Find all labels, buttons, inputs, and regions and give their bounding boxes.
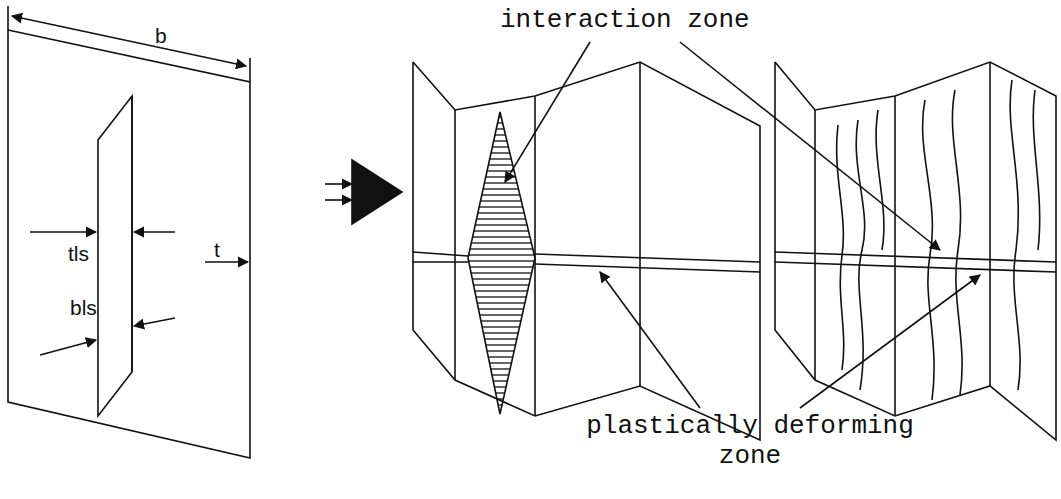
zone-label: plastically deforming zone: [555, 412, 945, 472]
stiffener-outline: [98, 96, 132, 416]
deformed-plate: [775, 62, 1056, 440]
thickness-arrow: [30, 231, 96, 233]
leader-line: [600, 272, 700, 408]
interaction-zone: [468, 112, 535, 414]
extension-line: [7, 6, 9, 30]
width-arrow: [40, 340, 96, 355]
leader-line: [505, 42, 590, 182]
thickness-arrow: [205, 261, 248, 263]
leader-line: [680, 42, 940, 250]
extension-line: [249, 58, 251, 82]
dimension-label: bls: [70, 296, 97, 320]
width-dimension: [12, 16, 246, 66]
zone-label: interaction zone: [500, 6, 750, 36]
stiffener-edge: [131, 96, 133, 372]
dimension-label: t: [214, 238, 220, 262]
plate-outline: [8, 30, 250, 458]
thickness-arrow: [134, 231, 175, 233]
dimension-label: b: [155, 24, 167, 48]
buckled-plate: [413, 62, 760, 440]
load-arrow: [325, 183, 352, 185]
load-arrow: [325, 199, 352, 201]
leader-line: [800, 275, 980, 408]
dimension-label: tls: [68, 242, 89, 266]
load-arrowhead: [352, 160, 402, 224]
width-arrow: [134, 318, 175, 326]
